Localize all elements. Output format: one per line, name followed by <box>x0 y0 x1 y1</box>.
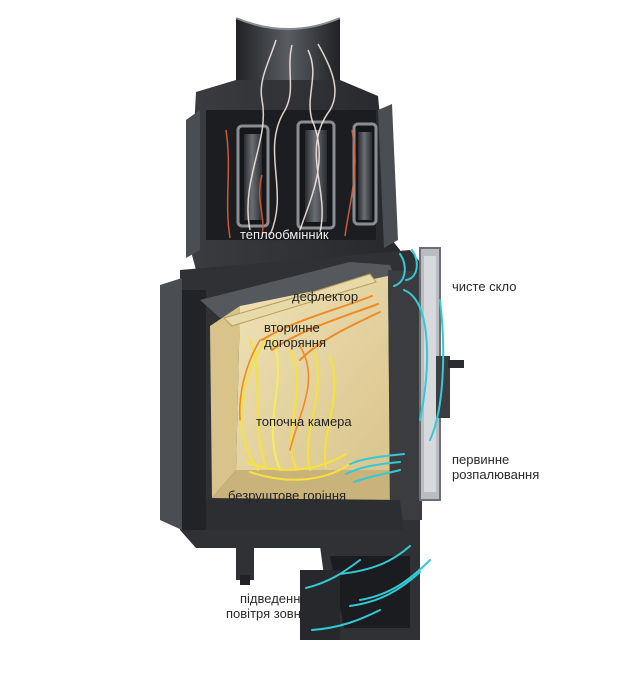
hood-side-left <box>186 110 200 258</box>
hood-side-right <box>378 104 398 248</box>
label-deflector: дефлектор <box>292 289 359 304</box>
label-outside-air-line1: підведення <box>240 591 308 606</box>
deflector-plate <box>223 273 377 327</box>
label-primary-ignition-line1: первинне <box>452 452 510 467</box>
firebox-left-lining <box>210 306 240 498</box>
base-foot-2 <box>240 575 250 585</box>
label-heat-exchanger: теплообмінник <box>240 227 329 242</box>
door-handle <box>448 360 464 368</box>
firebox-floor <box>212 470 400 500</box>
firebox-base <box>206 500 404 530</box>
flue-pipe-rim <box>235 17 341 30</box>
label-gratelss-burning: безруштове горіння <box>228 488 347 503</box>
hot-gas-streams <box>225 39 356 239</box>
base-foot <box>236 540 254 580</box>
label-secondary-afterburn-line1: вторинне <box>264 320 320 335</box>
label-clean-glass: чисте скло <box>452 279 517 294</box>
heat-exchanger-chamber <box>206 110 376 240</box>
label-secondary-afterburn-line2: догоряння <box>264 335 327 350</box>
firebox-top-plate <box>200 262 396 318</box>
label-firebox: топочна камера <box>256 414 352 429</box>
flames <box>238 295 381 481</box>
door-frame <box>388 270 422 520</box>
label-primary-ignition-line2: розпалювання <box>452 467 540 482</box>
outside-air-duct-inner <box>330 556 410 628</box>
air-streams <box>305 249 445 631</box>
firebox-back-lining <box>236 276 390 470</box>
left-wall-inner <box>182 290 206 530</box>
label-outside-air-line2: повітря зовні <box>226 606 304 621</box>
flue-pipe <box>236 18 340 97</box>
left-wall-panel <box>160 278 182 530</box>
